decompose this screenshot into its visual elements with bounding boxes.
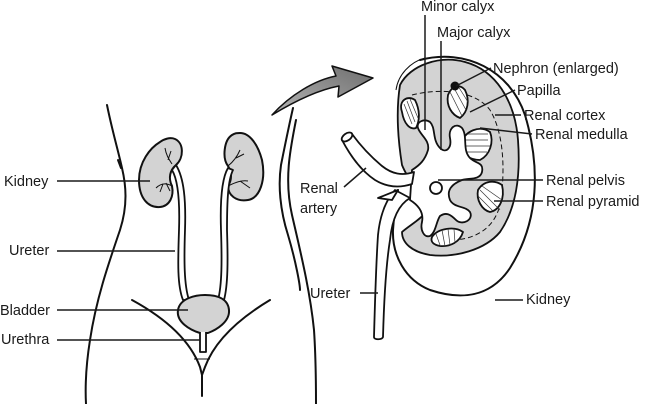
bladder: [176, 294, 231, 353]
label-urethra: Urethra: [1, 332, 50, 348]
leader-papilla: [469, 89, 516, 113]
label-renal-pelvis: Renal pelvis: [546, 173, 625, 189]
label-minor-calyx: Minor calyx: [421, 0, 495, 15]
label-ureter-right: Ureter: [310, 286, 350, 302]
leader-renal-medulla: [479, 127, 533, 135]
body-outline: [84, 104, 301, 404]
right-labels: Minor calyx Major calyx Nephron (enlarge…: [300, 0, 640, 308]
kidney-capsule: [391, 55, 536, 297]
label-kidney-right: Kidney: [526, 292, 571, 308]
label-bladder: Bladder: [0, 303, 50, 319]
kidney-left: [138, 137, 183, 209]
label-ureter-left: Ureter: [9, 243, 49, 259]
label-papilla: Papilla: [517, 83, 561, 99]
ureters: [171, 164, 234, 301]
label-kidney-left: Kidney: [4, 174, 49, 190]
kidney-right: [223, 132, 265, 202]
nephron-icon: [450, 81, 460, 91]
label-renal-pyramid: Renal pyramid: [546, 194, 640, 210]
magnify-arrow: [271, 65, 374, 116]
label-major-calyx: Major calyx: [437, 25, 511, 41]
label-renal-artery-1: Renal: [300, 181, 338, 197]
left-labels: Kidney Ureter Bladder Urethra: [0, 174, 200, 348]
label-renal-cortex: Renal cortex: [524, 108, 606, 124]
ureter-tube: [373, 189, 411, 341]
label-nephron: Nephron (enlarged): [493, 61, 619, 77]
leader-renal-artery: [343, 167, 367, 188]
renal-artery: [340, 131, 415, 188]
renal-pyramids: [400, 85, 504, 247]
label-renal-medulla: Renal medulla: [535, 127, 629, 143]
label-renal-artery-2: artery: [300, 201, 338, 217]
leader-nephron: [455, 67, 492, 87]
right-body-outline: [287, 119, 317, 404]
